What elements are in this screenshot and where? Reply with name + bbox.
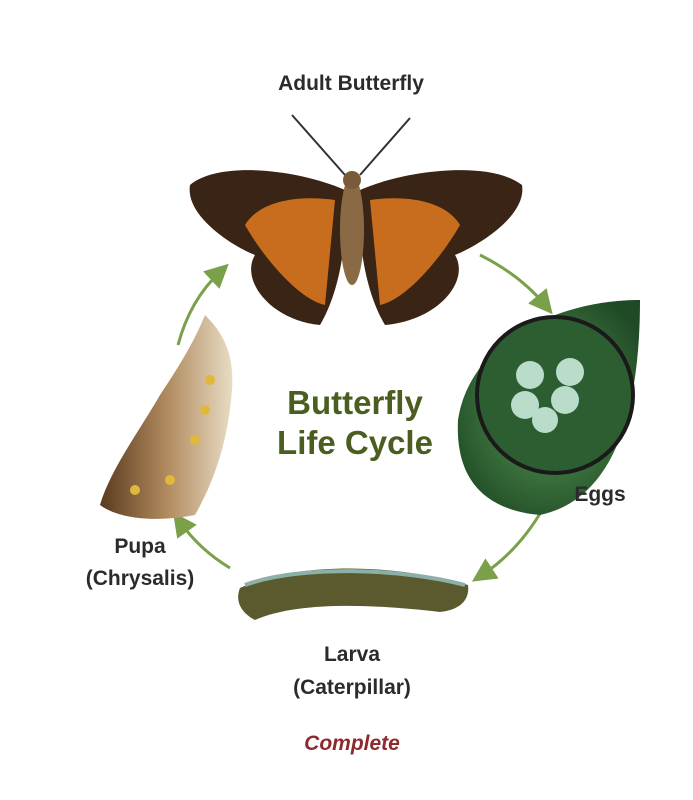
title-line-2: Life Cycle: [277, 424, 433, 461]
label-caterpillar: (Caterpillar): [293, 676, 411, 699]
caterpillar-illustration: [238, 568, 469, 620]
chrysalis-illustration: [100, 315, 233, 519]
arrow-adult-to-eggs: [479, 253, 553, 315]
arrow-larva-to-pupa: [173, 512, 231, 570]
arrow-pupa-to-adult: [176, 263, 229, 346]
arrow-eggs-to-larva: [471, 504, 547, 582]
label-larva: Larva: [323, 643, 381, 666]
egg-leaf-illustration: [457, 300, 640, 515]
caption-complete: Complete: [304, 732, 400, 755]
label-adult-butterfly: Adult Butterfly: [278, 72, 424, 95]
label-eggs: Eggs: [574, 483, 626, 506]
butterfly-illustration: [189, 114, 523, 325]
label-pupa: Pupa: [114, 535, 166, 558]
title-line-1: Butterfly: [287, 384, 423, 421]
label-chrysalis: (Chrysalis): [85, 567, 195, 590]
